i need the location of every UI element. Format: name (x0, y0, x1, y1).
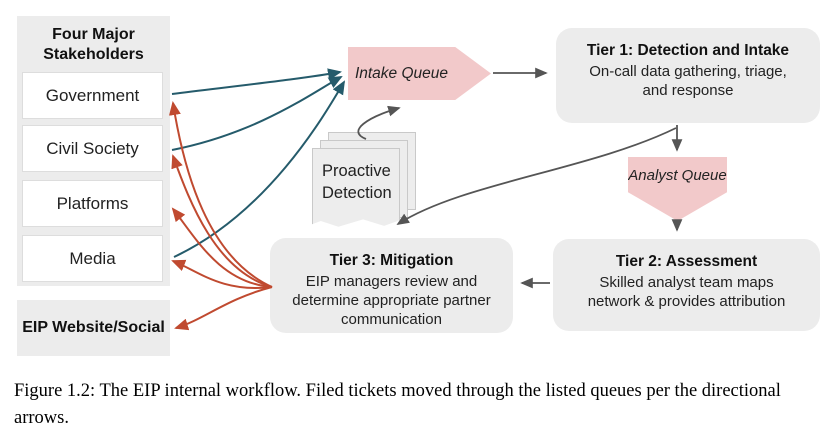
red-arrows-group (168, 101, 273, 331)
tier1-body: On-call data gathering, triage, and resp… (589, 63, 787, 99)
tier2-title: Tier 2: Assessment (615, 253, 758, 270)
arrow-civil-society-to-intake (171, 76, 343, 151)
stakeholder-civil-society: Civil Society (22, 125, 163, 172)
tier3-body: EIP managers review and determine approp… (292, 273, 491, 328)
arrow-tier3-to-media (171, 259, 273, 289)
eip-website-social-box: EIP Website/Social (17, 300, 170, 356)
arrow-tier3-to-government (168, 101, 273, 288)
arrow-tier3-to-eip-website (174, 286, 273, 331)
analyst-queue-shape: Analyst Queue (628, 157, 727, 221)
tier1-title: Tier 1: Detection and Intake (586, 42, 790, 59)
stakeholder-government: Government (22, 72, 163, 119)
tier3-box: Tier 3: Mitigation EIP managers review a… (270, 238, 513, 333)
figure-caption: Figure 1.2: The EIP internal workflow. F… (14, 381, 781, 428)
tier1-box: Tier 1: Detection and Intake On-call dat… (556, 28, 820, 123)
tier2-body: Skilled analyst team maps network & prov… (587, 274, 786, 310)
arrow-government-to-intake (171, 68, 342, 95)
stakeholders-panel-title: Four Major Stakeholders (43, 26, 144, 63)
tier3-title: Tier 3: Mitigation (329, 252, 454, 269)
stakeholder-platforms: Platforms (22, 180, 163, 227)
stakeholders-panel: Four Major Stakeholders Government Civil… (17, 16, 170, 286)
arrow-tier3-to-platforms (171, 207, 273, 288)
intake-queue-shape: Intake Queue (348, 47, 491, 100)
stakeholder-media: Media (22, 235, 163, 282)
proactive-detection-label: Proactive Detection (322, 162, 392, 202)
tier2-box: Tier 2: Assessment Skilled analyst team … (553, 239, 820, 331)
arrow-tier3-to-civil-society (171, 154, 273, 288)
